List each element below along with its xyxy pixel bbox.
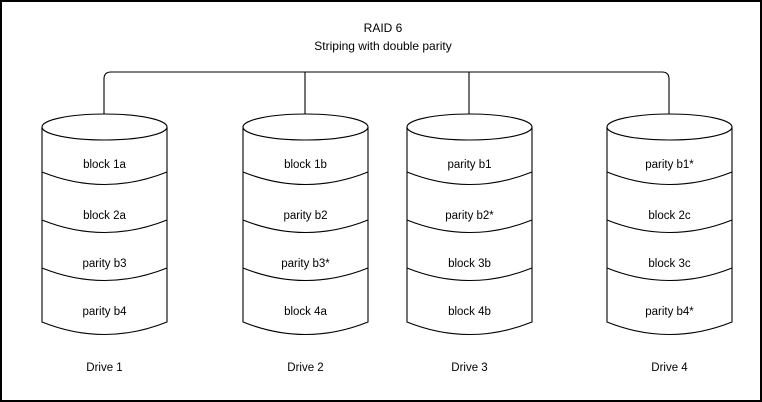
drive-1-block-2: parity b3 xyxy=(82,258,126,270)
drive-connector-bracket xyxy=(103,71,670,128)
drive-4-block-3: parity b4* xyxy=(645,306,694,318)
drive-4-block-1: block 2c xyxy=(648,210,690,222)
drive-3-block-0: parity b1 xyxy=(447,159,491,171)
drive-3-block-2: block 3b xyxy=(448,258,491,270)
drive-4-label: Drive 4 xyxy=(651,362,688,374)
drive-3-cylinder: parity b1 parity b2* block 3b block 4b xyxy=(406,113,533,336)
drive-2-cylinder: block 1b parity b2 parity b3* block 4a xyxy=(242,113,369,336)
drive-2-block-2: parity b3* xyxy=(281,258,330,270)
drive-3-block-1: parity b2* xyxy=(445,210,494,222)
drive-1-block-3: parity b4 xyxy=(82,306,127,318)
drive-2-block-3: block 4a xyxy=(284,306,327,318)
drive-1-block-0: block 1a xyxy=(83,159,126,171)
drive-4-block-0: parity b1* xyxy=(645,159,694,171)
drive-1-block-1: block 2a xyxy=(83,210,126,222)
drive-3-label: Drive 3 xyxy=(451,362,487,374)
diagram-subtitle: Striping with double parity xyxy=(314,39,451,53)
drive-2-label: Drive 2 xyxy=(287,362,323,374)
drive-3-block-3: block 4b xyxy=(448,306,491,318)
drive-4-block-2: block 3c xyxy=(648,258,690,270)
drive-1-cylinder: block 1a block 2a parity b3 parity b4 xyxy=(41,113,168,336)
drive-4-cylinder: parity b1* block 2c block 3c parity b4* xyxy=(606,113,733,336)
drive-2-block-0: block 1b xyxy=(284,159,327,171)
drive-2-block-1: parity b2 xyxy=(283,210,327,222)
diagram-title: RAID 6 xyxy=(364,21,403,35)
drive-1-label: Drive 1 xyxy=(86,362,122,374)
